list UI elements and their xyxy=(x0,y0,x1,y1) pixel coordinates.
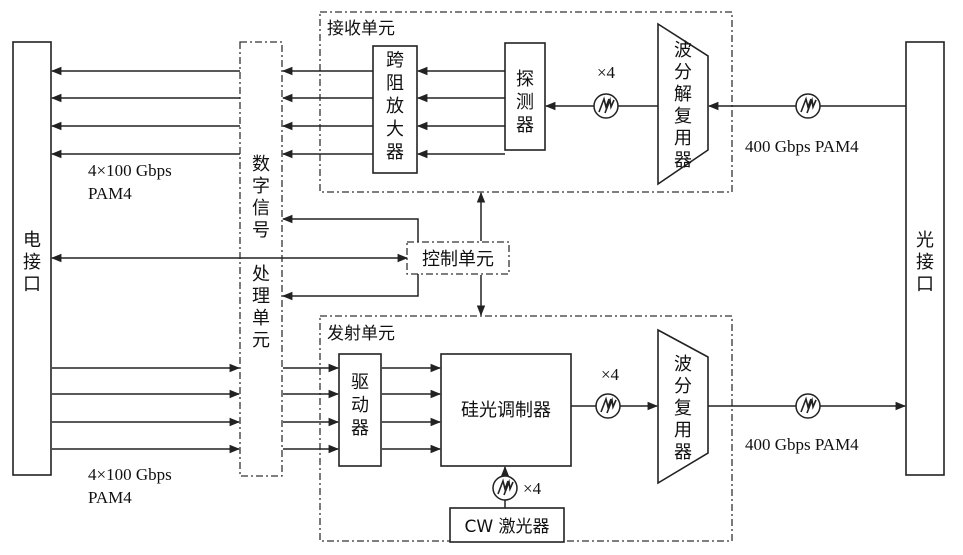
transmitter-unit-title: 发射单元 xyxy=(327,324,395,344)
electrical-interface-label: 电接口 xyxy=(23,230,41,295)
driver-block xyxy=(338,353,382,467)
tx-optical-rate-label: 400 Gbps PAM4 xyxy=(745,435,859,454)
mux-label: 波分复用器 xyxy=(674,354,692,463)
optical-signal-icon xyxy=(595,393,621,419)
optical-signal-icon xyxy=(492,475,518,501)
tx-electrical-rate-label: 4×100 Gbps xyxy=(88,465,172,484)
receiver-unit-border xyxy=(319,11,733,193)
demux-label: 波分解复用器 xyxy=(674,40,692,171)
rx-multiplier: ×4 xyxy=(597,63,616,82)
mux-block xyxy=(657,328,709,485)
modulator-block xyxy=(440,353,572,467)
receiver-unit-title: 接收单元 xyxy=(327,19,395,39)
electrical-interface-block xyxy=(12,41,52,476)
optical-signal-icon xyxy=(795,393,821,419)
rx-electrical-rate-label: 4×100 Gbps xyxy=(88,161,172,180)
laser-multiplier: ×4 xyxy=(523,479,542,498)
tx-multiplier: ×4 xyxy=(601,365,620,384)
optical-interface-block xyxy=(905,41,945,476)
detector-label: 探测器 xyxy=(516,69,534,136)
cw-laser-block xyxy=(449,507,565,543)
optical-signal-icon xyxy=(593,93,619,119)
tia-block xyxy=(372,45,418,174)
driver-label: 驱动器 xyxy=(351,372,369,439)
modulator-label: 硅光调制器 xyxy=(461,400,551,421)
optical-signal-icon xyxy=(795,93,821,119)
rx-optical-rate-label: 400 Gbps PAM4 xyxy=(745,137,859,156)
rx-electrical-rate-format: PAM4 xyxy=(88,184,132,203)
cw-laser-label: CW 激光器 xyxy=(464,517,549,537)
optical-interface-label: 光接口 xyxy=(916,230,934,295)
control-unit-label: 控制单元 xyxy=(422,249,494,270)
tx-electrical-rate-format: PAM4 xyxy=(88,488,132,507)
detector-block xyxy=(504,42,546,151)
demux-block xyxy=(657,22,709,186)
tia-label: 跨阻放大器 xyxy=(386,50,404,163)
dsp-label: 数字信号 处理单元 xyxy=(252,154,270,351)
